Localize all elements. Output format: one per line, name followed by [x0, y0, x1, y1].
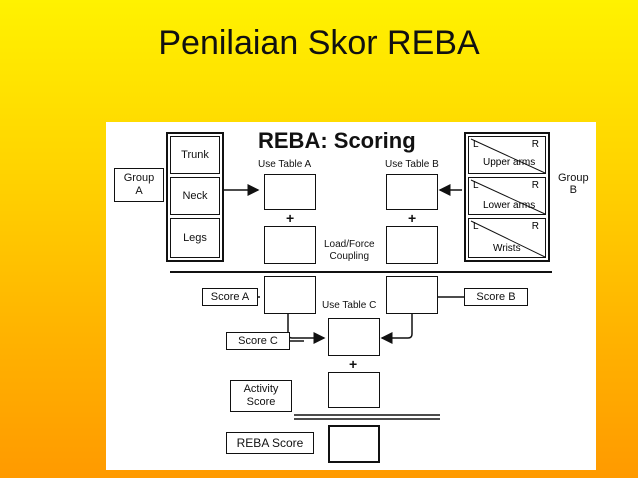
score-a-label: Score A	[202, 288, 258, 306]
upper-arms-cell: L R Upper arms	[468, 136, 546, 174]
reba-score-label: REBA Score	[226, 432, 314, 454]
table-a-box	[264, 174, 316, 210]
plus-sign-b: +	[408, 210, 417, 226]
coupling-b-box	[386, 226, 438, 264]
activity-score-label: Activity Score	[230, 380, 292, 412]
use-table-c-label: Use Table C	[322, 300, 377, 311]
plus-sign-c: +	[349, 356, 358, 372]
group-b-label: Group B	[558, 172, 589, 196]
neck-label: Neck	[170, 177, 220, 215]
legs-label: Legs	[170, 218, 220, 258]
score-a-box	[264, 276, 316, 314]
table-b-box	[386, 174, 438, 210]
use-table-a-label: Use Table A	[258, 159, 312, 170]
reba-scoring-diagram: REBA: Scoring Group A Trunk Neck Legs Us…	[106, 122, 596, 470]
score-c-label: Score C	[226, 332, 290, 350]
lower-arms-cell: L R Lower arms	[468, 177, 546, 215]
use-table-b-label: Use Table B	[385, 159, 439, 170]
group-a-label: Group A	[114, 168, 164, 202]
trunk-label: Trunk	[170, 136, 220, 174]
plus-sign-a: +	[286, 210, 295, 226]
score-b-label: Score B	[464, 288, 528, 306]
reba-score-box	[328, 425, 380, 463]
slide-title: Penilaian Skor REBA	[158, 24, 480, 62]
score-b-box	[386, 276, 438, 314]
diagram-heading: REBA: Scoring	[258, 128, 416, 153]
load-force-a-box	[264, 226, 316, 264]
activity-score-box	[328, 372, 380, 408]
table-c-box	[328, 318, 380, 356]
load-force-label: Load/Force Coupling	[324, 239, 375, 262]
wrists-cell: L R Wrists	[468, 218, 546, 258]
